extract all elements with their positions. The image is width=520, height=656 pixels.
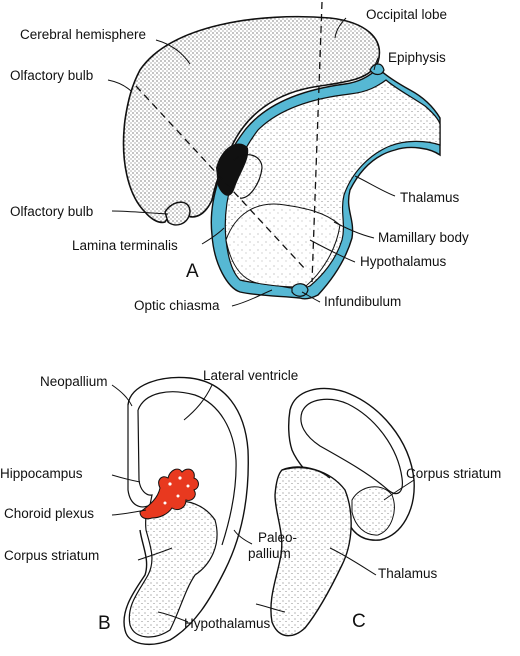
panel-c-drawing [255,387,415,637]
panel-letter-c: C [352,611,366,632]
label-olfactory-bulb-top: Olfactory bulb [10,68,94,83]
label-corpus-striatum-c: Corpus striatum [406,466,502,481]
panel-letter-a: A [186,261,199,282]
epiphysis-shape [369,63,385,76]
label-mamillary-body: Mamillary body [378,230,469,245]
label-neopallium: Neopallium [40,374,108,389]
label-paleopallium-line1: Paleo- [258,530,298,545]
choroid-plexus-shape [139,468,199,520]
label-hypothalamus-b: Hypothalamus [184,616,271,631]
olfactory-bulb-shape [164,201,191,226]
label-choroid-plexus: Choroid plexus [4,506,95,521]
label-occipital-lobe: Occipital lobe [366,7,448,22]
label-cerebral-hemisphere: Cerebral hemisphere [20,27,147,42]
label-lamina-terminalis: Lamina terminalis [72,238,178,253]
label-epiphysis: Epiphysis [388,50,446,65]
label-hippocampus: Hippocampus [0,466,83,481]
label-thalamus-c: Thalamus [378,566,438,581]
ventricle-outline-c [300,398,403,495]
label-optic-chiasma: Optic chiasma [134,298,220,313]
corpus-striatum-shape-b [128,500,218,638]
thalamus-shape-c [270,466,352,637]
section-line-1 [135,85,307,271]
label-corpus-striatum-b: Corpus striatum [4,548,100,563]
corpus-striatum-shape-c [351,486,395,536]
panel-letter-b: B [98,613,111,634]
label-hypothalamus-a: Hypothalamus [360,254,447,269]
label-lateral-ventricle: Lateral ventricle [203,368,299,383]
label-olfactory-bulb-bottom: Olfactory bulb [10,204,94,219]
section-line-2 [311,1,323,283]
label-thalamus-a: Thalamus [400,190,460,205]
panel-a-drawing [107,1,441,307]
label-paleopallium-line2: pallium [248,546,291,561]
ventricle-outline-b [137,391,237,546]
label-infundibulum: Infundibulum [324,294,402,309]
panel-b-drawing [111,376,253,646]
hippocampus-shape-b [127,405,153,508]
